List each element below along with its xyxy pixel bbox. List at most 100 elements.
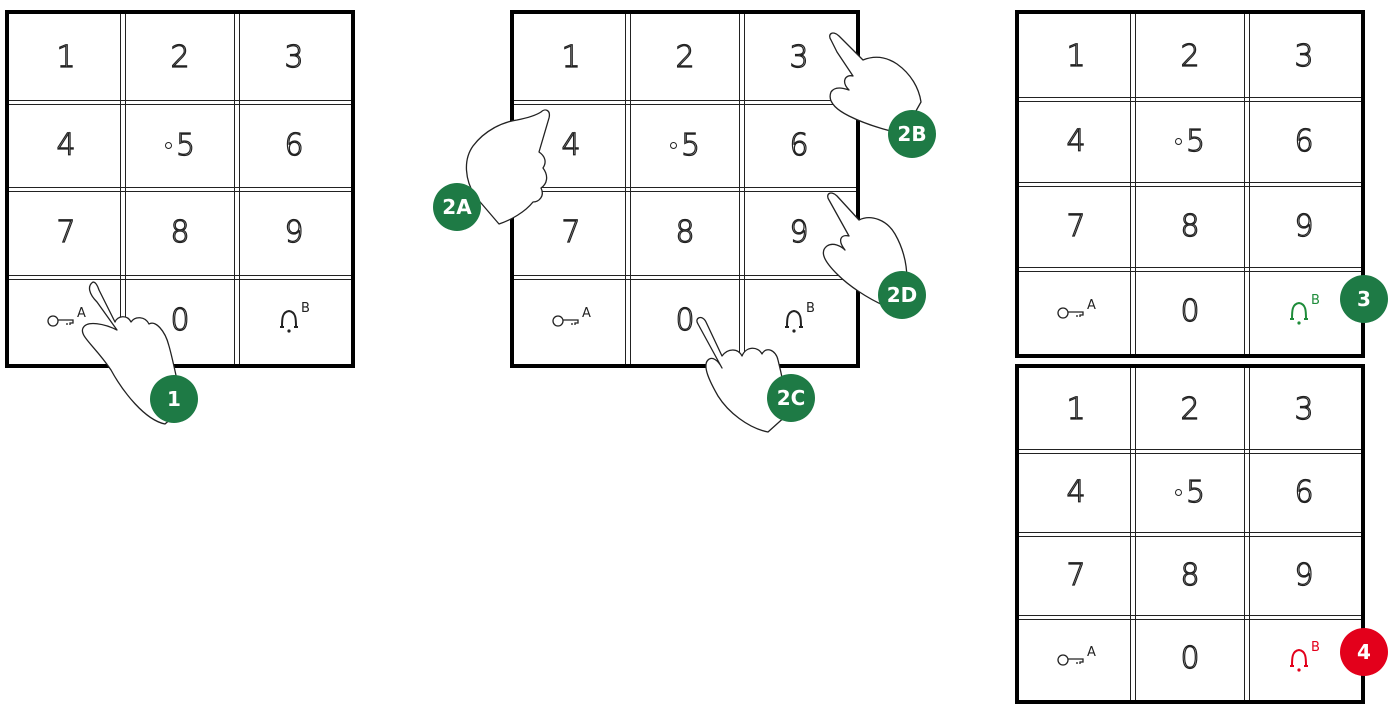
keypad-key[interactable]: 3 [739,14,856,102]
keypad-key[interactable]: 8 [625,187,742,277]
key-icon [1057,653,1084,666]
hand-pointer-2c [696,316,789,433]
key-digit: 2 [1180,391,1200,427]
key-digit: 3 [1294,38,1314,74]
keypad-key[interactable]: A [1019,615,1133,700]
keypad-key[interactable]: 8 [120,187,237,277]
step-badge-2d: 2D [878,271,926,319]
key-digit: 5 [175,127,196,163]
keypad-key[interactable]: B [1244,267,1361,354]
keypad-key[interactable]: 2 [120,14,237,102]
key-icon [1057,306,1084,319]
bell-icon [280,310,299,333]
key-digit: 7 [56,215,76,251]
keypad-key[interactable]: 1 [9,14,123,102]
hand-pointer-2a [465,109,551,225]
keypad-key[interactable]: 3 [234,14,351,102]
keypad-key[interactable]: 3 [1244,14,1361,99]
key-digit: 1 [1066,391,1086,427]
keypad-key[interactable]: 7 [514,187,628,277]
key-digit: 2 [170,40,190,76]
keypad-key[interactable]: 6 [234,99,351,190]
key-superscript: A [1087,644,1096,660]
hand-pointer-2b [829,32,922,135]
key-digit: 3 [789,40,809,76]
key-digit: 1 [561,40,581,76]
keypad-key[interactable]: 9 [1244,532,1361,617]
keypad-key[interactable]: 9 [739,187,856,277]
key-icon [47,315,74,327]
keypad-key[interactable]: A [1019,267,1133,354]
key-digit: 8 [1180,557,1200,593]
keypad-key[interactable]: 2 [625,14,742,102]
step-badge-2b: 2B [888,110,936,158]
key-digit: 8 [1180,208,1200,244]
keypad-key[interactable]: 9 [234,187,351,277]
key-digit: 1 [56,40,76,76]
step-badge-4: 4 [1340,628,1388,676]
keypad-key[interactable]: 0 [1130,615,1247,700]
keypad-key[interactable]: 5 [120,99,237,190]
tactile-dot-icon [669,141,677,149]
keypad-key[interactable]: A [514,274,628,365]
keypad-key[interactable]: 4 [1019,449,1133,534]
keypad-key[interactable]: 4 [514,99,628,190]
keypad-key[interactable]: 6 [1244,97,1361,184]
key-digit: 0 [1180,293,1200,329]
keypad-key[interactable]: 8 [1130,532,1247,617]
keypad-key[interactable]: 1 [1019,14,1133,99]
key-digit: 7 [1066,208,1086,244]
key-digit: 4 [1066,123,1086,159]
keypad-key[interactable]: 4 [9,99,123,190]
key-digit: 3 [284,40,304,76]
step-badge-3: 3 [1340,275,1388,323]
keypad-key[interactable]: 5 [1130,97,1247,184]
key-digit: 6 [1294,123,1314,159]
key-digit: 9 [1294,208,1314,244]
key-digit: 8 [170,215,190,251]
key-digit: 8 [675,215,695,251]
bell-icon [1290,648,1309,672]
keypad-key[interactable]: 8 [1130,182,1247,269]
key-digit: 2 [675,40,695,76]
keypad-key[interactable]: 4 [1019,97,1133,184]
keypad-key[interactable]: 6 [739,99,856,190]
keypad-key[interactable]: A [9,274,123,365]
keypad-key[interactable]: 2 [1130,14,1247,99]
step-badge-2a: 2A [433,183,481,231]
key-digit: 4 [1066,474,1086,510]
keypad-key[interactable]: 7 [1019,532,1133,617]
key-digit: 6 [789,127,809,163]
keypad-key[interactable]: 0 [625,274,742,365]
key-digit: 1 [1066,38,1086,74]
tactile-dot-icon [1174,138,1182,145]
key-digit: 7 [1066,557,1086,593]
key-digit: 5 [680,127,701,163]
keypad-key[interactable]: 0 [1130,267,1247,354]
keypad-key[interactable]: 1 [1019,368,1133,451]
keypad-key[interactable]: 1 [514,14,628,102]
keypad-key[interactable]: 7 [9,187,123,277]
key-digit: 6 [284,127,304,163]
key-digit: 0 [1180,640,1200,676]
keypad-key[interactable]: B [1244,615,1361,700]
key-superscript: A [77,306,86,322]
keypad-key[interactable]: 2 [1130,368,1247,451]
keypad-key[interactable]: 5 [625,99,742,190]
key-digit: 3 [1294,391,1314,427]
key-digit: 4 [56,127,76,163]
keypad-key[interactable]: 9 [1244,182,1361,269]
keypad-key[interactable]: 6 [1244,449,1361,534]
step-badge-2c: 2C [767,374,815,422]
keypad-key[interactable]: 3 [1244,368,1361,451]
keypad-key[interactable]: 5 [1130,449,1247,534]
key-superscript: A [582,306,591,322]
keypad-key[interactable]: B [234,274,351,365]
keypad-key[interactable]: B [739,274,856,365]
key-digit: 4 [561,127,581,163]
key-digit: 5 [1185,474,1206,510]
key-digit: 6 [1294,474,1314,510]
keypad-key[interactable]: 7 [1019,182,1133,269]
